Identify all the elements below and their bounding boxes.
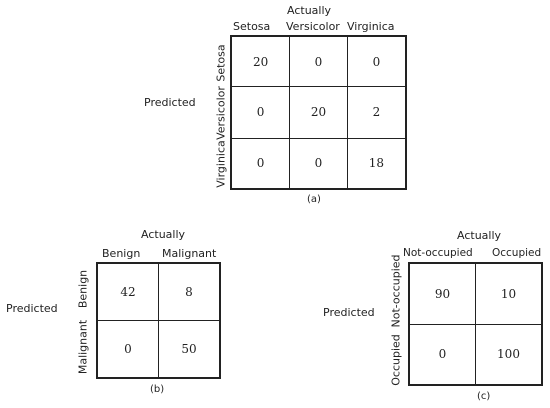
matrix-a-caption: (a) <box>307 194 321 205</box>
matrix-a-cell: 20 <box>232 37 291 88</box>
matrix-c-cell: 0 <box>410 323 476 384</box>
matrix-b-caption: (b) <box>150 384 165 395</box>
matrix-c-grid: 90 10 0 100 <box>408 262 543 386</box>
matrix-c-cell: 90 <box>410 264 476 325</box>
matrix-a-cell: 0 <box>232 137 291 188</box>
matrix-b-predicted-label: Predicted <box>6 302 58 315</box>
matrix-b-cell: 42 <box>98 264 159 321</box>
matrix-a-row-versicolor: Versicolor <box>214 86 228 140</box>
matrix-b-col-malignant: Malignant <box>162 247 217 260</box>
matrix-c-actually-label: Actually <box>457 229 502 242</box>
matrix-a-cell: 0 <box>232 86 291 139</box>
matrix-a-row-setosa: Setosa <box>214 44 228 82</box>
matrix-b-actually-label: Actually <box>141 228 186 241</box>
matrix-b-col-benign: Benign <box>102 247 141 260</box>
matrix-a-cell: 18 <box>346 137 405 188</box>
matrix-b-cell: 8 <box>158 264 219 321</box>
matrix-b-row-malignant: Malignant <box>76 319 90 375</box>
matrix-c-cell: 100 <box>475 323 541 384</box>
matrix-b-row-benign: Benign <box>76 269 90 309</box>
matrix-a-cell: 0 <box>289 137 348 188</box>
matrix-a-cell: 0 <box>289 37 348 88</box>
matrix-b-grid: 42 8 0 50 <box>96 262 221 379</box>
matrix-b-cell: 50 <box>158 320 219 377</box>
matrix-a-col-virginica: Virginica <box>347 20 395 33</box>
matrix-a-col-versicolor: Versicolor <box>286 20 340 33</box>
matrix-a-actually-label: Actually <box>287 4 332 17</box>
matrix-b-cell: 0 <box>98 320 159 377</box>
matrix-a-cell: 20 <box>289 86 348 139</box>
matrix-a-col-setosa: Setosa <box>233 20 271 33</box>
matrix-a-grid: 20 0 0 0 20 2 0 0 18 <box>230 35 407 190</box>
matrix-c-row-occupied: Occupied <box>389 334 403 386</box>
matrix-a-cell: 0 <box>346 37 405 88</box>
matrix-c-predicted-label: Predicted <box>323 306 375 319</box>
matrix-a-cell: 2 <box>346 86 405 139</box>
matrix-c-cell: 10 <box>475 264 541 325</box>
matrix-a-predicted-label: Predicted <box>144 96 196 109</box>
matrix-a-row-virginica: Virginica <box>214 140 228 188</box>
matrix-c-col-occupied: Occupied <box>492 247 542 259</box>
matrix-c-caption: (c) <box>477 391 491 402</box>
matrix-c-row-not-occupied: Not-occupied <box>389 254 403 328</box>
matrix-c-col-not-occupied: Not-occupied <box>403 247 473 259</box>
